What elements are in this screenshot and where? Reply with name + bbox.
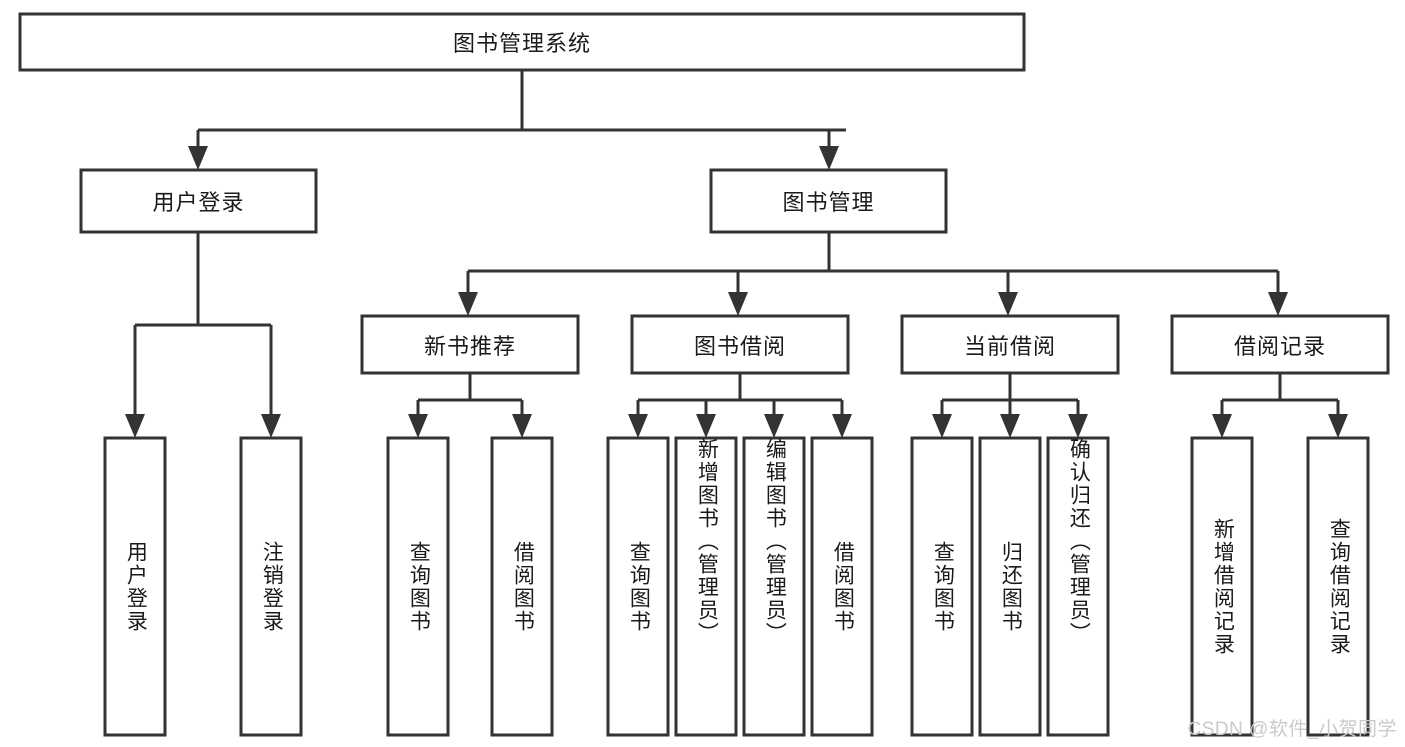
connector-borrow-to-leaves [628, 373, 852, 438]
node-new-book-recommend-box[interactable] [360, 314, 580, 375]
connector-bookmgmt-to-level3 [458, 232, 1288, 316]
node-root-box[interactable] [18, 12, 1026, 72]
node-borrow-record-box[interactable] [1170, 314, 1390, 375]
connector-current-to-leaves [932, 373, 1088, 438]
node-leaf-borrow-book-2-box[interactable] [810, 436, 874, 737]
node-leaf-user-logout-box[interactable] [239, 436, 303, 737]
connector-recommend-to-leaves [408, 373, 532, 438]
node-leaf-query-book-1-box[interactable] [386, 436, 450, 737]
node-current-borrow-box[interactable] [900, 314, 1120, 375]
node-leaf-confirm-return-box[interactable] [1046, 436, 1110, 737]
node-leaf-add-record-box[interactable] [1190, 436, 1254, 737]
node-leaf-query-book-3-box[interactable] [910, 436, 974, 737]
node-book-management-box[interactable] [709, 168, 948, 234]
connector-record-to-leaves [1212, 373, 1348, 438]
node-user-login-box[interactable] [79, 168, 318, 234]
node-leaf-borrow-book-1-box[interactable] [490, 436, 554, 737]
connector-userlogin-to-leaves [125, 232, 281, 438]
node-leaf-query-record-box[interactable] [1306, 436, 1370, 737]
node-leaf-add-book-box[interactable] [674, 436, 738, 737]
node-leaf-edit-book-box[interactable] [742, 436, 806, 737]
node-book-borrow-box[interactable] [630, 314, 850, 375]
connector-root-to-level2 [188, 70, 846, 170]
csdn-watermark: CSDN @软件_小贺同学 [1187, 719, 1397, 740]
node-leaf-return-book-box[interactable] [978, 436, 1042, 737]
node-leaf-query-book-2-box[interactable] [606, 436, 670, 737]
node-leaf-user-login-box[interactable] [103, 436, 167, 737]
